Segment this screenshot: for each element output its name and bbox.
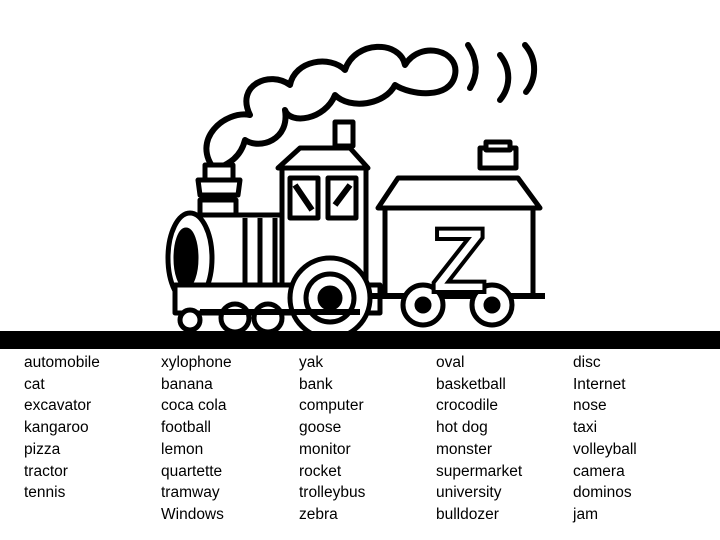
word-column-1: automobile cat excavator kangaroo pizza tract…	[24, 352, 100, 504]
word-item: taxi	[573, 419, 598, 437]
wagon	[370, 139, 545, 328]
word-item: Windows	[161, 505, 224, 523]
word-item: excavator	[24, 397, 92, 415]
word-item: bank	[299, 375, 333, 393]
word-item: tractor	[24, 462, 68, 480]
rail-bar	[0, 331, 720, 349]
word-item: oval	[436, 354, 465, 371]
word-item: supermarket	[436, 462, 523, 480]
word-item: xylophone	[161, 354, 232, 371]
train-illustration: Z	[165, 42, 545, 335]
word-table: automobile cat excavator kangaroo pizza tract…	[0, 350, 720, 540]
word-item: lemon	[161, 440, 204, 458]
word-item: tramway	[161, 484, 220, 502]
word-item: university	[436, 484, 502, 502]
word-item: basketball	[436, 375, 506, 393]
word-column-3: yak bank computer goose monitor rocket trolley…	[299, 352, 365, 526]
word-item: rocket	[299, 462, 342, 480]
word-item: football	[161, 419, 211, 437]
word-item: jam	[573, 505, 598, 523]
smoke-cloud	[203, 43, 459, 173]
word-item: monitor	[299, 440, 351, 458]
word-item: Internet	[573, 375, 626, 393]
word-column-2: xylophone banana coca cola football lemon qua…	[161, 352, 232, 526]
word-item: hot dog	[436, 419, 488, 437]
word-item: trolleybus	[299, 484, 366, 502]
word-item: goose	[299, 419, 342, 437]
word-item: cat	[24, 375, 45, 393]
word-item: automobile	[24, 354, 100, 371]
word-item: monster	[436, 440, 492, 458]
word-item: quartette	[161, 462, 223, 480]
wagon-letter: Z	[431, 210, 487, 312]
locomotive-wheels	[177, 255, 373, 335]
word-item: crocodile	[436, 397, 499, 415]
word-item: computer	[299, 397, 364, 415]
word-item: bulldozer	[436, 505, 499, 523]
word-item: nose	[573, 397, 607, 415]
word-item: dominos	[573, 484, 632, 502]
word-column-4: oval basketball crocodile hot dog monster sup…	[436, 352, 522, 526]
word-item: zebra	[299, 505, 338, 523]
word-item: disc	[573, 354, 601, 371]
word-item: volleyball	[573, 440, 637, 458]
word-item: yak	[299, 354, 324, 371]
word-item: kangaroo	[24, 419, 89, 437]
word-item: camera	[573, 462, 625, 480]
word-item: tennis	[24, 484, 66, 502]
word-item: coca cola	[161, 397, 227, 415]
word-item: banana	[161, 375, 213, 393]
word-item: pizza	[24, 440, 61, 458]
